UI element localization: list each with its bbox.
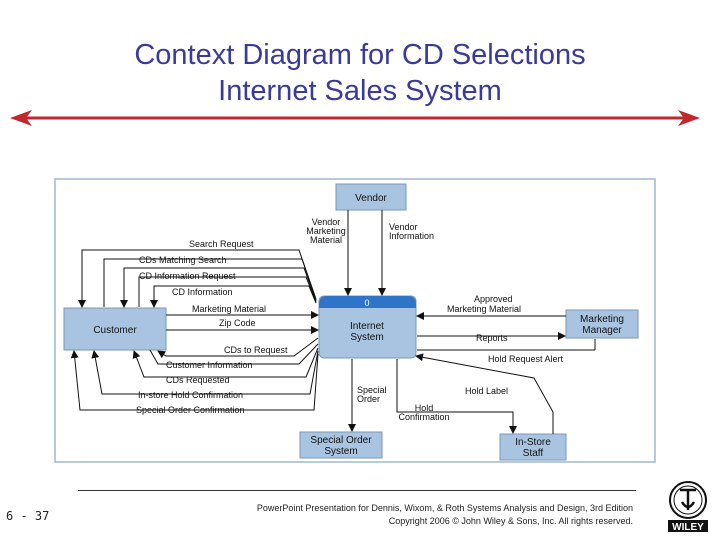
svg-text:Special: Special xyxy=(357,385,387,395)
in-store-staff-entity: In-Store Staff xyxy=(499,433,567,461)
customer-flow-labels: Search Request CDs Matching Search CD In… xyxy=(136,239,288,415)
footer-citation: PowerPoint Presentation for Dennis, Wixo… xyxy=(256,503,633,513)
vendor-flow-arrows xyxy=(344,210,386,296)
special-order-system-entity: Special Order System xyxy=(299,431,383,459)
svg-text:Vendor: Vendor xyxy=(312,217,341,227)
svg-text:0: 0 xyxy=(364,298,369,308)
internet-system-process: 0 Internet System xyxy=(318,295,417,359)
approved-marketing-material-label: Approved Marketing Material xyxy=(447,294,521,314)
customer-entity: Customer xyxy=(63,307,167,351)
hold-request-alert-label: Hold Request Alert xyxy=(488,354,564,364)
special-order-label: Special Order xyxy=(357,385,387,404)
svg-text:CD Information: CD Information xyxy=(172,287,233,297)
svg-text:CDs Requested: CDs Requested xyxy=(166,375,230,385)
bottom-flow-arrows xyxy=(348,353,554,434)
svg-text:Order: Order xyxy=(357,394,380,404)
svg-text:Customer: Customer xyxy=(93,325,137,336)
svg-text:Search Request: Search Request xyxy=(189,239,254,249)
svg-text:System: System xyxy=(350,332,383,343)
svg-text:Information: Information xyxy=(389,231,434,241)
double-arrow-rule xyxy=(10,110,700,126)
svg-text:In-Store: In-Store xyxy=(515,437,551,448)
svg-text:Hold: Hold xyxy=(415,403,434,413)
svg-text:Vendor: Vendor xyxy=(355,193,387,204)
svg-text:Special Order: Special Order xyxy=(310,435,372,446)
svg-text:Staff: Staff xyxy=(523,448,544,459)
marketing-manager-entity: Marketing Manager xyxy=(565,309,639,339)
svg-text:Zip Code: Zip Code xyxy=(219,318,256,328)
svg-text:System: System xyxy=(324,446,357,457)
svg-text:Marketing: Marketing xyxy=(580,314,624,325)
slide-title-line-2: Internet Sales System xyxy=(218,75,502,107)
customer-flow-arrows xyxy=(70,249,319,411)
slide-title-line-1: Context Diagram for CD Selections xyxy=(134,39,586,71)
svg-text:Approved: Approved xyxy=(474,294,513,304)
svg-text:Marketing: Marketing xyxy=(306,226,346,236)
footer-rule xyxy=(78,490,636,491)
marketing-manager-flow-arrows xyxy=(416,312,596,351)
svg-text:CDs to Request: CDs to Request xyxy=(224,345,288,355)
vendor-entity: Vendor xyxy=(335,183,407,211)
svg-text:Customer Information: Customer Information xyxy=(166,360,253,370)
context-diagram: Vendor Customer Marketing Manager Specia… xyxy=(54,178,656,463)
hold-confirmation-label: Hold Confirmation xyxy=(398,403,449,422)
reports-label: Reports xyxy=(476,333,508,343)
wiley-logo: WILEY xyxy=(668,481,708,533)
svg-text:CD Information Request: CD Information Request xyxy=(139,271,236,281)
svg-text:CDs Matching Search: CDs Matching Search xyxy=(139,255,227,265)
footer-copyright: Copyright 2006 © John Wiley & Sons, Inc.… xyxy=(388,516,633,526)
vendor-information-label: Vendor Information xyxy=(389,222,434,241)
svg-text:Special Order Confirmation: Special Order Confirmation xyxy=(136,405,245,415)
svg-text:Manager: Manager xyxy=(582,325,622,336)
vendor-marketing-material-label: Vendor Marketing Material xyxy=(306,217,346,245)
svg-text:Confirmation: Confirmation xyxy=(398,412,449,422)
svg-text:Vendor: Vendor xyxy=(389,222,418,232)
svg-text:Marketing Material: Marketing Material xyxy=(447,304,521,314)
hold-label-label: Hold Label xyxy=(465,386,508,396)
svg-text:In-store Hold Confirmation: In-store Hold Confirmation xyxy=(138,390,243,400)
svg-text:Marketing Material: Marketing Material xyxy=(192,304,266,314)
svg-text:Material: Material xyxy=(310,235,342,245)
svg-text:Internet: Internet xyxy=(350,321,384,332)
svg-text:WILEY: WILEY xyxy=(672,522,704,533)
slide-number: 6 - 37 xyxy=(6,509,50,523)
